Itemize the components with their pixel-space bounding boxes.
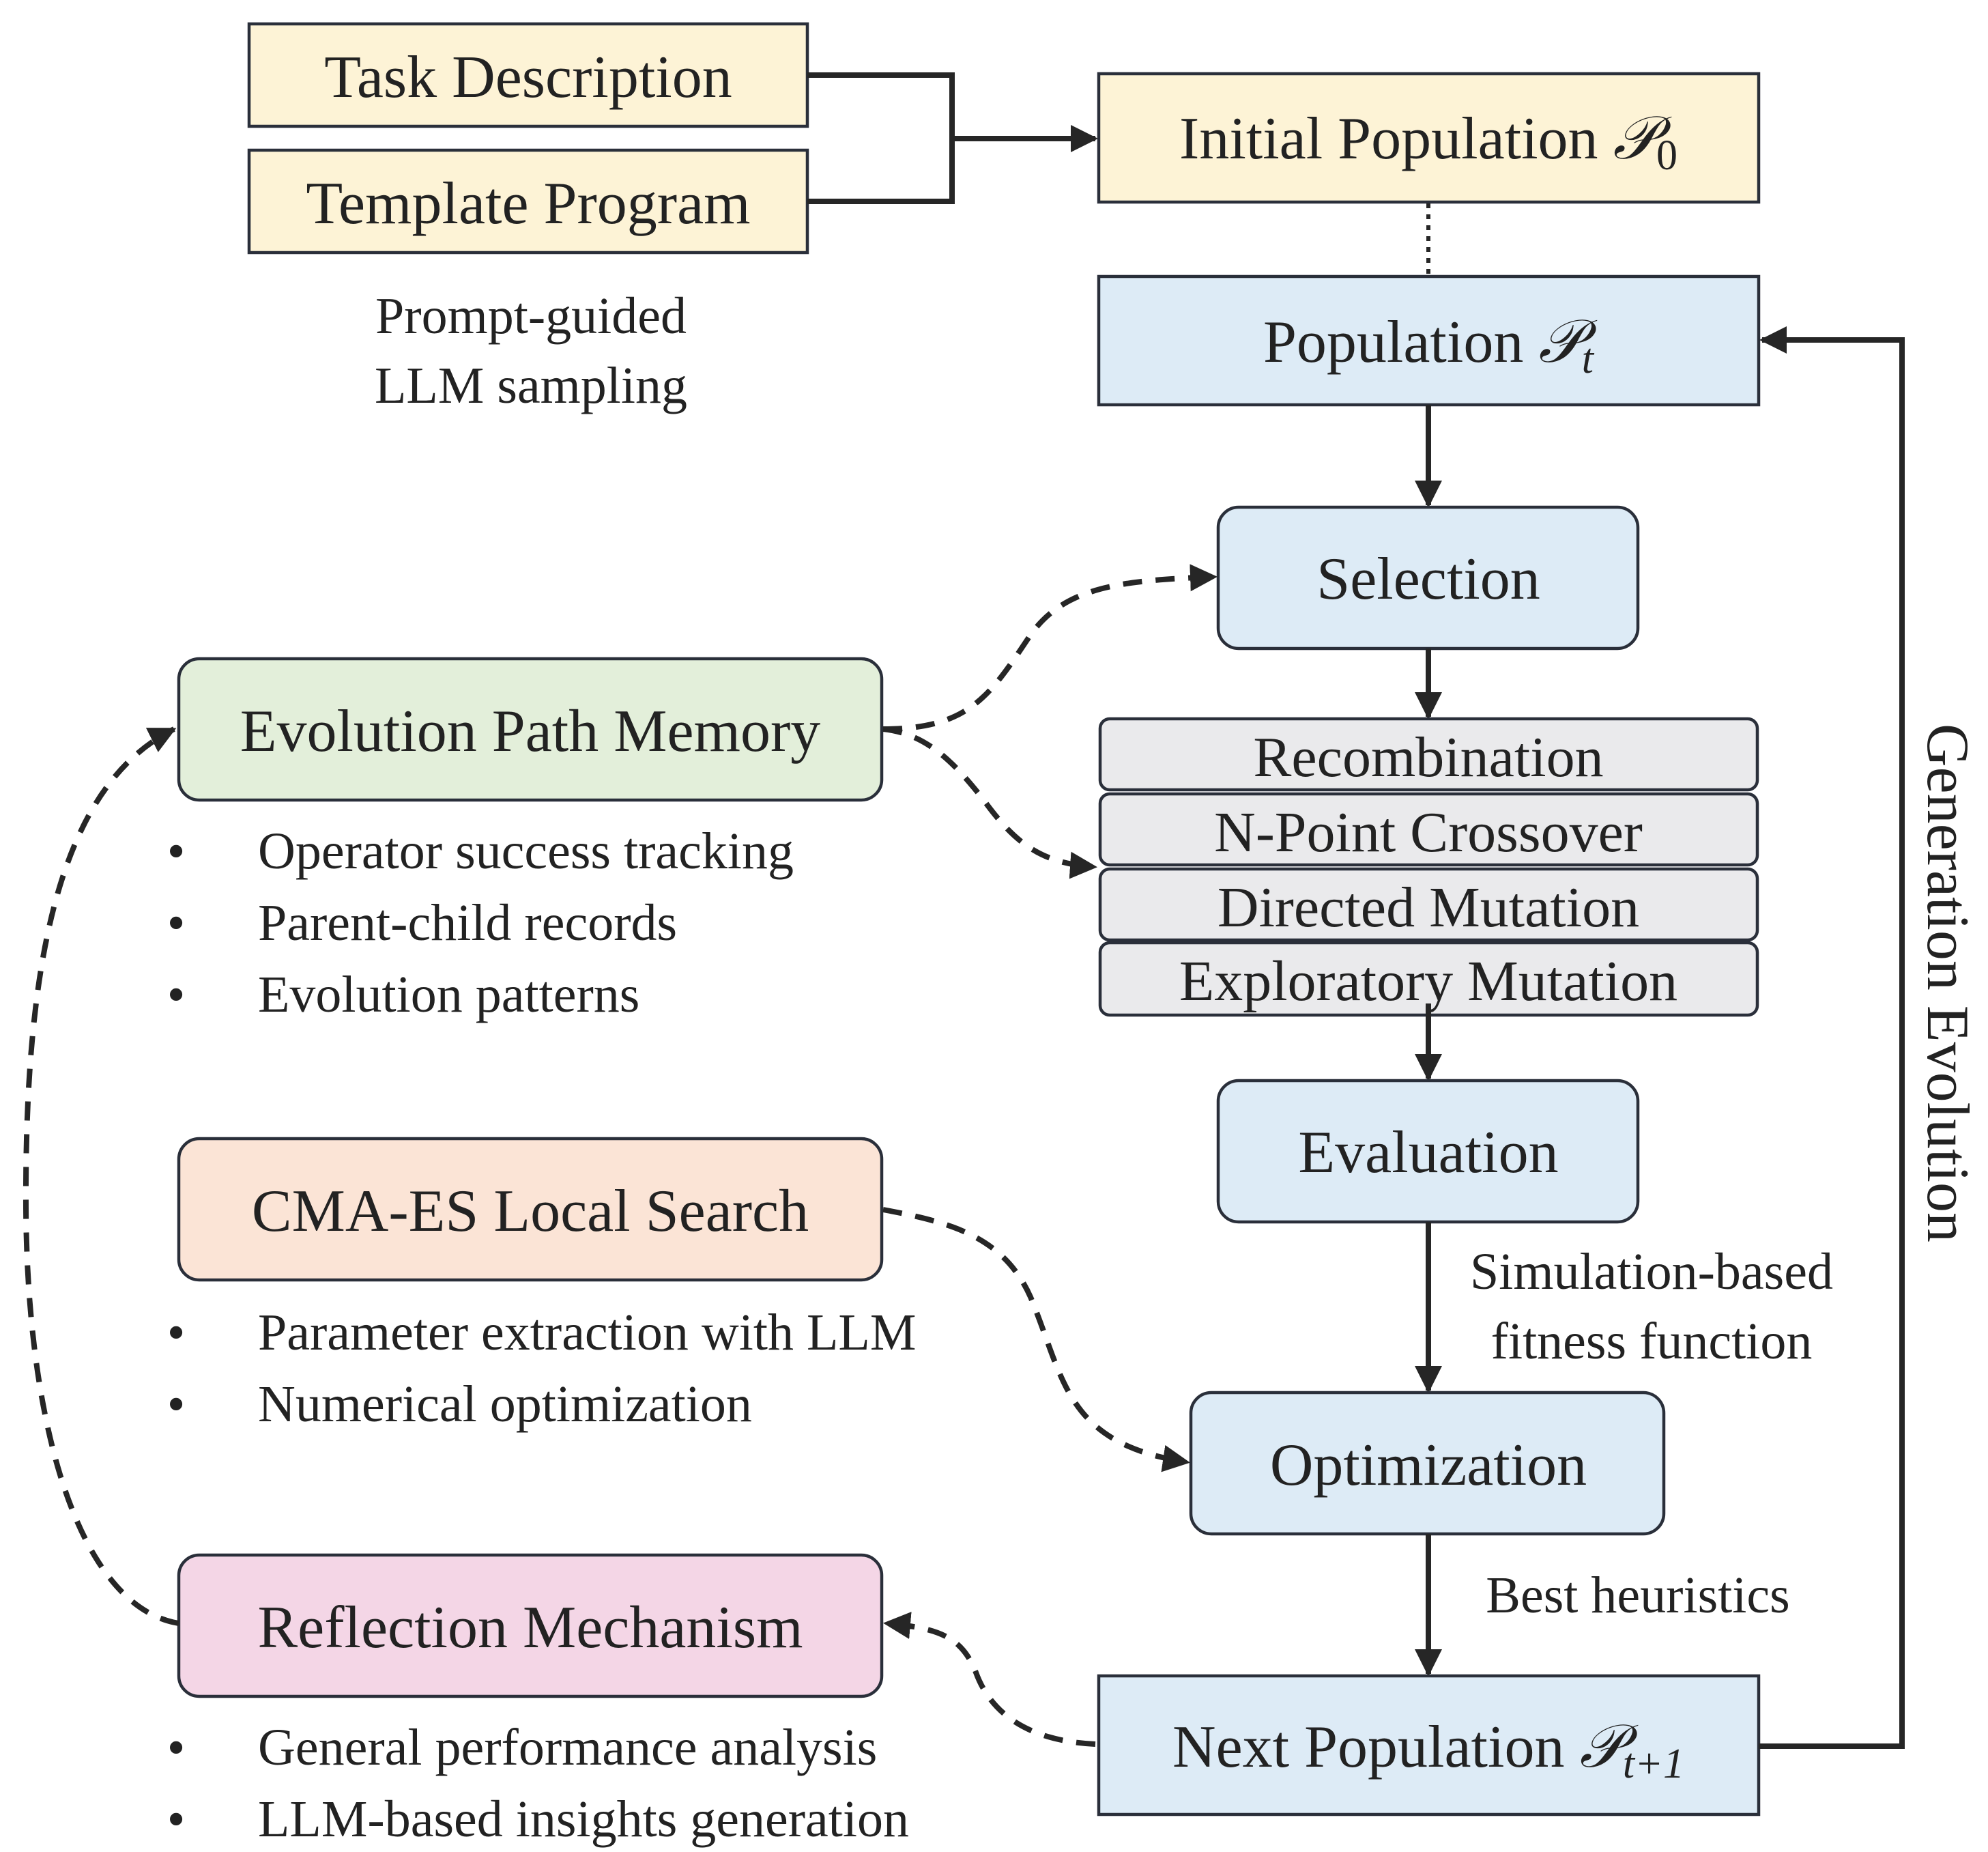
- fitness-note-line1: Simulation-based: [1470, 1243, 1833, 1300]
- task-description-rect: [247, 22, 809, 128]
- reflection-bullet-1-dot: •: [167, 1719, 186, 1776]
- initial-population-box: Initial Population 𝒫0: [1097, 72, 1761, 204]
- operator-box-n-point-crossover: [1098, 792, 1759, 867]
- memory-bullet-2-dot: •: [167, 894, 186, 952]
- operator-label-directed-mutation: Directed Mutation: [1218, 876, 1639, 939]
- population-subscript: t: [1582, 336, 1595, 382]
- prompt-guided-note: Prompt-guided: [375, 287, 687, 345]
- population-label: Population 𝒫t: [1263, 309, 1597, 382]
- memory-bullet-3-dot: •: [167, 966, 186, 1023]
- operators-stack: Recombination N-Point Crossover Directed…: [1098, 717, 1759, 1017]
- selection-box: Selection: [1216, 505, 1640, 651]
- next-population-rect: [1097, 1674, 1761, 1817]
- evaluation-box: Evaluation: [1216, 1079, 1640, 1224]
- memory-bullet-3: Evolution patterns: [258, 966, 639, 1023]
- generation-evolution-label: Generation Evolution: [1914, 724, 1980, 1242]
- fitness-note-line2: fitness function: [1491, 1313, 1813, 1370]
- operator-box-recombination: [1098, 717, 1759, 792]
- memory-box: Evolution Path Memory: [177, 657, 884, 802]
- memory-to-operators-arrow: [882, 726, 1097, 879]
- next-population-text: Next Population: [1172, 1714, 1579, 1780]
- cmaes-title: CMA-ES Local Search: [252, 1178, 809, 1244]
- evaluation-label: Evaluation: [1298, 1120, 1558, 1186]
- initial-population-text: Initial Population: [1179, 106, 1613, 172]
- initial-population-rect: [1097, 72, 1761, 204]
- next-population-label: Next Population 𝒫t+1: [1172, 1714, 1684, 1787]
- reflection-to-memory-arrow: [23, 726, 179, 1626]
- memory-bullet-1: Operator success tracking: [258, 823, 794, 880]
- next-population-subscript: t+1: [1623, 1741, 1684, 1787]
- template-program-label: Template Program: [306, 171, 750, 237]
- cmaes-bullet-2: Numerical optimization: [258, 1376, 752, 1433]
- reflection-box: Reflection Mechanism: [177, 1553, 884, 1698]
- selection-label: Selection: [1316, 546, 1540, 612]
- operator-label-n-point-crossover: N-Point Crossover: [1214, 801, 1643, 864]
- memory-bullet-2: Parent-child records: [258, 894, 677, 952]
- memory-to-selection-arrow: [882, 564, 1218, 732]
- reflection-title: Reflection Mechanism: [257, 1595, 803, 1661]
- reflection-rect: [177, 1553, 884, 1698]
- optimization-box: Optimization: [1189, 1391, 1666, 1536]
- template-program-rect: [247, 148, 809, 255]
- population-box: Population 𝒫t: [1097, 274, 1761, 407]
- template-program-box: Template Program: [247, 148, 809, 255]
- inputs-connector: [807, 72, 955, 204]
- cmaes-box: CMA-ES Local Search: [177, 1137, 884, 1282]
- operator-label-recombination: Recombination: [1253, 726, 1603, 789]
- initial-population-subscript: 0: [1656, 132, 1677, 179]
- reflection-bullet-2-dot: •: [167, 1791, 186, 1848]
- cmaes-rect: [177, 1137, 884, 1282]
- memory-title: Evolution Path Memory: [240, 698, 821, 765]
- next-population-box: Next Population 𝒫t+1: [1097, 1674, 1761, 1817]
- cmaes-bullet-2-dot: •: [167, 1376, 186, 1433]
- llm-sampling-note: LLM sampling: [375, 357, 687, 414]
- population-text: Population: [1263, 309, 1538, 375]
- best-heuristics-note: Best heuristics: [1486, 1567, 1789, 1624]
- reflection-bullet-2: LLM-based insights generation: [258, 1791, 909, 1848]
- initial-population-label: Initial Population 𝒫0: [1179, 106, 1677, 179]
- reflection-bullet-1: General performance analysis: [258, 1719, 877, 1776]
- operator-label-exploratory-mutation: Exploratory Mutation: [1179, 950, 1677, 1013]
- optimization-label: Optimization: [1270, 1432, 1587, 1498]
- generation-loop-arrow: [1759, 326, 1905, 1749]
- memory-rect: [177, 657, 884, 802]
- task-description-box: Task Description: [247, 22, 809, 128]
- next-to-reflection-arrow: [883, 1612, 1096, 1747]
- cmaes-bullet-1-dot: •: [167, 1304, 186, 1361]
- cmaes-to-optimization-arrow: [882, 1207, 1190, 1472]
- memory-bullet-1-dot: •: [167, 823, 186, 880]
- cmaes-bullet-1: Parameter extraction with LLM: [258, 1304, 916, 1361]
- operator-box-directed-mutation: [1098, 867, 1759, 942]
- task-description-label: Task Description: [324, 44, 732, 111]
